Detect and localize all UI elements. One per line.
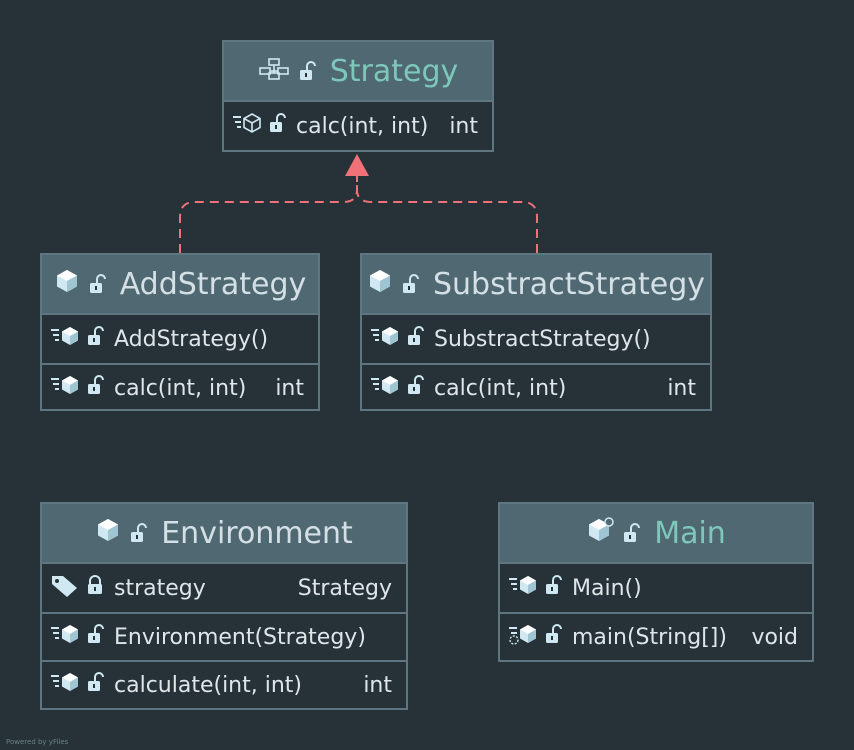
node-title: AddStrategy	[119, 266, 307, 302]
header-icons	[586, 516, 641, 551]
node-substractstrategy[interactable]: SubstractStrategy SubstractStrategy() cal…	[360, 253, 712, 411]
node-header: AddStrategy	[42, 255, 318, 315]
member-row[interactable]: AddStrategy()	[42, 315, 318, 363]
locked-icon	[86, 575, 104, 601]
unlocked-icon	[401, 267, 419, 302]
member-signature: calculate(int, int)	[114, 672, 302, 698]
member-icons	[508, 623, 572, 651]
node-title: SubstractStrategy	[432, 266, 705, 302]
header-icons	[54, 267, 106, 302]
node-title: Main	[654, 515, 726, 551]
method-icon	[508, 574, 538, 602]
node-strategy[interactable]: Strategy calc(int, int) int	[222, 40, 494, 152]
abstract-method-icon	[232, 112, 262, 140]
node-members: Main() main(String[]) void	[500, 564, 812, 660]
header-icons	[367, 267, 419, 302]
member-type: int	[363, 672, 392, 698]
member-signature: SubstractStrategy()	[434, 326, 651, 352]
unlocked-icon	[544, 624, 562, 650]
method-icon	[50, 623, 80, 651]
unlocked-icon	[86, 672, 104, 698]
member-type: int	[667, 375, 696, 401]
unlocked-icon	[86, 624, 104, 650]
member-row[interactable]: main(String[]) void	[500, 612, 812, 660]
method-icon	[50, 325, 80, 353]
member-signature: calc(int, int)	[114, 375, 247, 401]
method-icon	[370, 374, 400, 402]
node-header: SubstractStrategy	[362, 255, 710, 315]
member-signature: Main()	[572, 575, 642, 601]
member-signature: calc(int, int)	[434, 375, 567, 401]
unlocked-icon	[268, 113, 286, 139]
class-icon	[367, 267, 393, 302]
member-row[interactable]: calc(int, int) int	[362, 363, 710, 411]
member-signature: Environment(Strategy)	[114, 624, 366, 650]
member-icons	[370, 325, 434, 353]
member-icons	[50, 623, 114, 651]
member-type: int	[275, 375, 304, 401]
node-addstrategy[interactable]: AddStrategy AddStrategy() calc(int, int) i…	[40, 253, 320, 411]
realization-arrowhead	[345, 154, 369, 176]
member-type: Strategy	[297, 575, 392, 601]
node-members: SubstractStrategy() calc(int, int) int	[362, 315, 710, 411]
member-icons	[232, 112, 296, 140]
member-icons	[50, 573, 114, 603]
class-icon	[95, 516, 121, 551]
member-signature: AddStrategy()	[114, 326, 269, 352]
node-header: Main	[500, 504, 812, 564]
member-signature: strategy	[114, 575, 206, 601]
unlocked-icon	[86, 375, 104, 401]
unlocked-icon	[406, 326, 424, 352]
header-icons	[95, 516, 148, 551]
member-type: int	[449, 113, 478, 139]
node-members: calc(int, int) int	[224, 102, 492, 150]
member-icons	[50, 374, 114, 402]
member-row[interactable]: Main()	[500, 564, 812, 612]
member-row[interactable]: Environment(Strategy)	[42, 612, 406, 660]
unlocked-icon	[298, 54, 316, 89]
node-header: Strategy	[224, 42, 492, 102]
member-icons	[370, 374, 434, 402]
method-icon	[370, 325, 400, 353]
member-icons	[508, 574, 572, 602]
node-title: Strategy	[329, 53, 459, 89]
static-method-icon	[508, 623, 538, 651]
member-row[interactable]: calculate(int, int) int	[42, 660, 406, 708]
edge-addstrategy-to-strategy	[179, 176, 358, 253]
member-row[interactable]: calc(int, int) int	[224, 102, 492, 150]
unlocked-icon	[86, 326, 104, 352]
member-icons	[50, 325, 114, 353]
unlocked-icon	[544, 575, 562, 601]
header-icons	[258, 54, 316, 89]
method-icon	[50, 671, 80, 699]
unlocked-icon	[129, 516, 148, 551]
unlocked-icon	[622, 516, 641, 551]
member-icons	[50, 671, 114, 699]
node-header: Environment	[42, 504, 406, 564]
method-icon	[50, 374, 80, 402]
interface-icon	[258, 54, 290, 89]
node-members: AddStrategy() calc(int, int) int	[42, 315, 318, 411]
member-row[interactable]: calc(int, int) int	[42, 363, 318, 411]
member-row[interactable]: SubstractStrategy()	[362, 315, 710, 363]
node-main[interactable]: Main Main() main(String[]) void	[498, 502, 814, 662]
powered-by-note: Powered by yFiles	[6, 738, 69, 746]
unlocked-icon	[88, 267, 106, 302]
node-title: Environment	[161, 515, 353, 551]
member-signature: main(String[])	[572, 624, 727, 650]
field-tag-icon	[50, 573, 80, 603]
unlocked-icon	[406, 375, 424, 401]
member-signature: calc(int, int)	[296, 113, 429, 139]
class-icon	[54, 267, 80, 302]
member-type: void	[751, 624, 798, 650]
edge-substractstrategy-to-strategy	[356, 176, 538, 253]
main-class-icon	[586, 516, 614, 551]
member-row[interactable]: strategy Strategy	[42, 564, 406, 612]
